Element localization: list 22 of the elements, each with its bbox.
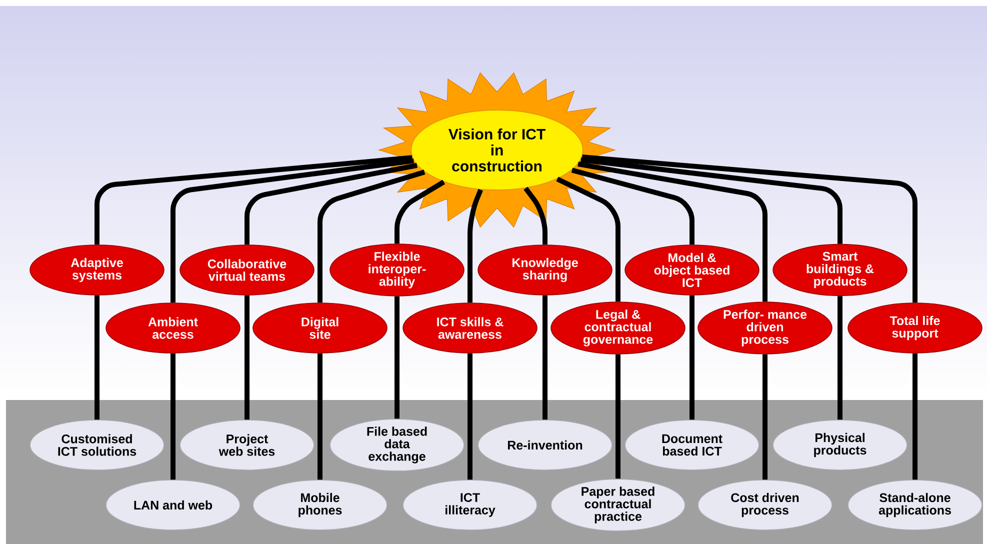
connector-line	[170, 353, 176, 480]
connector-line	[542, 295, 548, 420]
connector-line	[690, 295, 694, 420]
connector-line	[912, 353, 918, 480]
connector-line	[94, 295, 100, 420]
connector-line	[580, 157, 842, 244]
connector-line	[244, 295, 250, 420]
connector-line	[170, 158, 414, 303]
connector-line	[394, 296, 400, 419]
connector-line	[762, 354, 768, 480]
connector-line	[838, 296, 842, 420]
connector-line	[244, 162, 418, 245]
connector-line	[616, 354, 620, 479]
connector-line	[318, 170, 426, 303]
connector-line	[556, 176, 620, 302]
connector-line	[582, 154, 918, 303]
connector-line	[468, 353, 472, 480]
connector-line	[571, 168, 694, 245]
connector-line	[394, 180, 446, 244]
connector-line	[94, 155, 412, 245]
connector-line	[578, 162, 768, 302]
connector-line	[318, 353, 322, 480]
